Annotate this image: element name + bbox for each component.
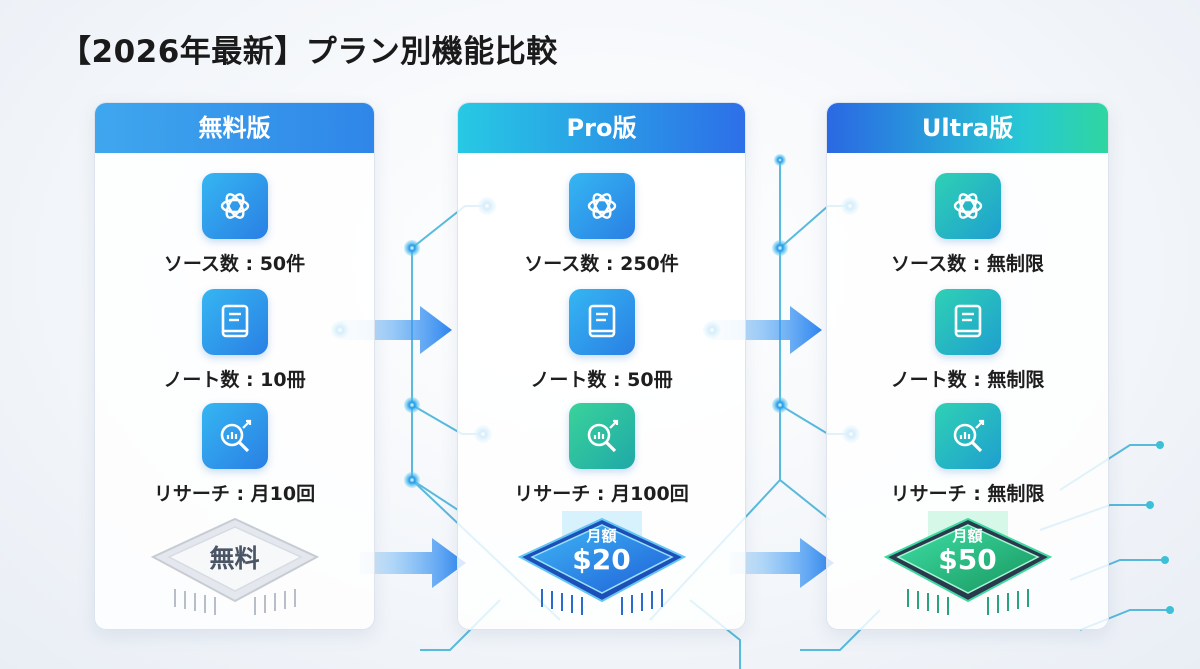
feature-research: リサーチ : 無制限 bbox=[827, 403, 1108, 506]
research-magnifier-icon bbox=[568, 403, 635, 469]
chip-graphic bbox=[883, 511, 1052, 615]
feature-sources: ソース数 : 無制限 bbox=[827, 173, 1108, 276]
chip-graphic bbox=[150, 517, 319, 615]
chip-monthly-label: 月額 bbox=[586, 527, 617, 545]
notebook-icon bbox=[934, 289, 1001, 355]
research-magnifier-icon bbox=[934, 403, 1001, 469]
page-title: 【2026年最新】プラン別機能比較 bbox=[60, 34, 558, 70]
chip-label: 無料 bbox=[209, 544, 260, 573]
feature-sources: ソース数 : 50件 bbox=[95, 173, 374, 276]
research-magnifier-icon bbox=[201, 403, 268, 469]
feature-label: リサーチ : 無制限 bbox=[890, 483, 1045, 505]
feature-research: リサーチ : 月100回 bbox=[458, 403, 745, 506]
feature-label: ノート数 : 50冊 bbox=[530, 369, 673, 391]
plan-card-ultra: Ultra版 ソース数 : 無制限 ノート数 : 無制限 リサーチ : 無制限 bbox=[826, 102, 1109, 630]
price-chip: 月額 $50 bbox=[827, 511, 1108, 621]
feature-label: ソース数 : 無制限 bbox=[891, 253, 1044, 275]
openai-logo-icon bbox=[934, 173, 1001, 239]
plan-header: Ultra版 bbox=[827, 103, 1108, 153]
feature-notebooks: ノート数 : 50冊 bbox=[458, 289, 745, 392]
plan-card-pro: Pro版 ソース数 : 250件 ノート数 : 50冊 リサーチ : 月100回 bbox=[457, 102, 746, 630]
feature-label: ノート数 : 無制限 bbox=[890, 369, 1045, 391]
feature-label: ソース数 : 250件 bbox=[524, 253, 679, 275]
plan-header: 無料版 bbox=[95, 103, 374, 153]
notebook-icon bbox=[201, 289, 268, 355]
price-chip: 月額 $20 bbox=[458, 511, 745, 621]
feature-label: ノート数 : 10冊 bbox=[163, 369, 306, 391]
feature-research: リサーチ : 月10回 bbox=[95, 403, 374, 506]
price-chip: 無料 bbox=[95, 511, 374, 621]
feature-notebooks: ノート数 : 10冊 bbox=[95, 289, 374, 392]
chip-monthly-label: 月額 bbox=[952, 527, 983, 545]
feature-label: リサーチ : 月10回 bbox=[153, 483, 316, 505]
feature-label: ソース数 : 50件 bbox=[163, 253, 306, 275]
feature-notebooks: ノート数 : 無制限 bbox=[827, 289, 1108, 392]
notebook-icon bbox=[568, 289, 635, 355]
plan-header: Pro版 bbox=[458, 103, 745, 153]
arrows bbox=[340, 306, 834, 588]
openai-logo-icon bbox=[568, 173, 635, 239]
feature-label: リサーチ : 月100回 bbox=[514, 483, 689, 505]
chip-price: $50 bbox=[938, 543, 997, 576]
chip-price: $20 bbox=[572, 543, 631, 576]
chip-graphic bbox=[517, 511, 686, 615]
openai-logo-icon bbox=[201, 173, 268, 239]
plan-card-free: 無料版 ソース数 : 50件 ノート数 : 10冊 リサーチ : 月10回 無料 bbox=[94, 102, 375, 630]
feature-sources: ソース数 : 250件 bbox=[458, 173, 745, 276]
